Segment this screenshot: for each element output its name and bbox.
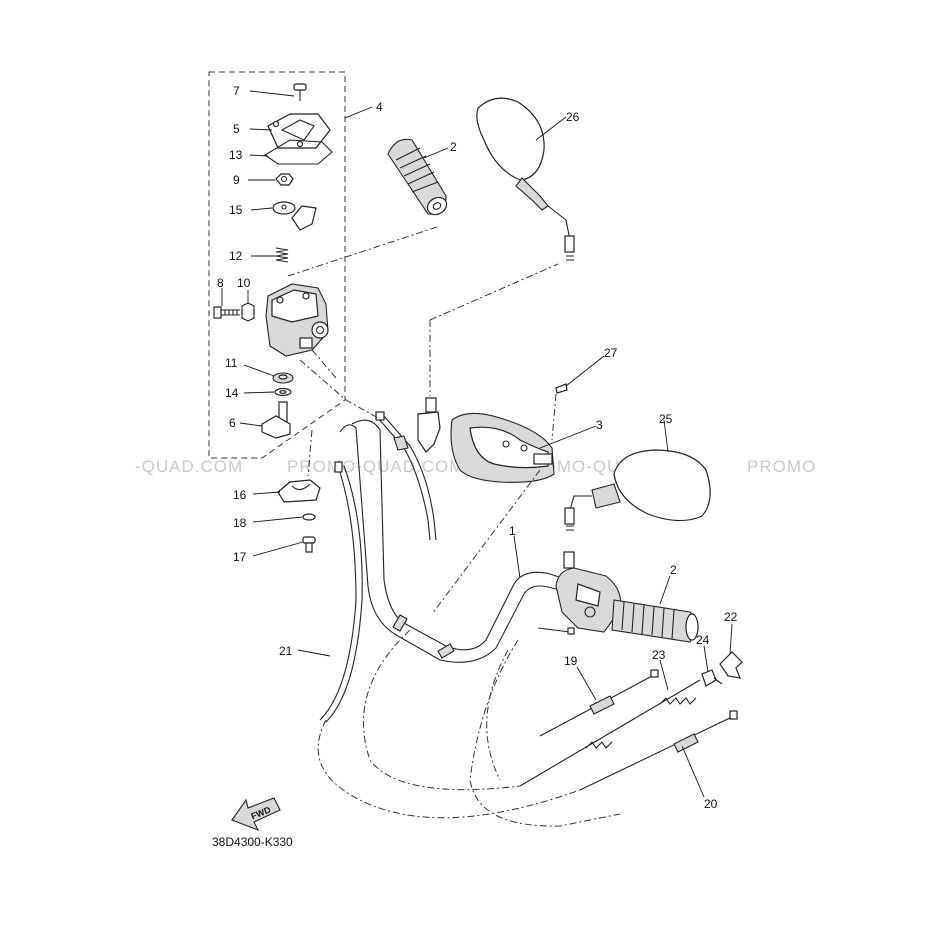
callout-3: 3	[596, 418, 603, 432]
callout-22: 22	[724, 610, 738, 624]
part-9-nut	[275, 173, 294, 186]
callout-15: 15	[229, 203, 243, 217]
callout-10: 10	[237, 276, 251, 290]
part-23-cable	[519, 679, 701, 787]
part-15-lever	[272, 201, 317, 231]
throttle-housing	[555, 551, 622, 633]
callout-2-upper: 2	[450, 140, 457, 154]
part-24-fitting	[701, 669, 723, 687]
callout-16: 16	[233, 488, 247, 502]
callout-21: 21	[279, 644, 293, 658]
part-16-clamp	[277, 479, 321, 503]
callout-24: 24	[696, 633, 710, 647]
leader-lines	[221, 90, 733, 798]
callout-23: 23	[652, 648, 666, 662]
part-2-grip-right	[611, 599, 699, 643]
fwd-arrow-icon: FWD	[231, 797, 281, 832]
callout-4: 4	[376, 100, 383, 114]
part-22-wingbolt	[719, 651, 743, 679]
callout-2-lower: 2	[670, 563, 677, 577]
part-19-cable	[539, 669, 659, 737]
callouts: 7 5 13 9 15 12 8 10 11 14 6 4 2 26 27 3 …	[217, 84, 738, 811]
callout-9: 9	[233, 173, 240, 187]
part-27-pin	[555, 383, 568, 394]
callout-20: 20	[704, 797, 718, 811]
callout-8: 8	[217, 276, 224, 290]
watermark-left: -QUAD.COM	[135, 457, 243, 476]
part-13-gasket	[263, 139, 333, 165]
routing-lines	[287, 225, 621, 827]
callout-5: 5	[233, 122, 240, 136]
upper-cables	[375, 411, 437, 541]
part-2-grip-left	[387, 138, 448, 216]
part-12-spring	[275, 247, 289, 263]
part-1-handlebar	[339, 419, 563, 663]
part-7-screw	[293, 83, 307, 101]
part-5-cover	[267, 113, 331, 149]
part-14-washer	[274, 387, 292, 397]
callout-25: 25	[659, 412, 673, 426]
part-6-lever	[261, 401, 291, 439]
callout-18: 18	[233, 516, 247, 530]
part-25-mirror-right	[564, 449, 711, 531]
callout-26: 26	[566, 110, 580, 124]
callout-7: 7	[233, 84, 240, 98]
callout-13: 13	[229, 148, 243, 162]
callout-1: 1	[509, 524, 516, 538]
watermark-1: PROMO-QUAD.COM	[287, 457, 464, 476]
part-26-mirror-left	[476, 97, 575, 261]
part-3-holder	[450, 412, 555, 483]
part-8-bolt	[213, 306, 240, 319]
switch-housing	[265, 283, 329, 357]
part-21-cable	[319, 461, 363, 723]
cable-stub	[537, 627, 575, 635]
watermark-right: PROMO	[747, 457, 816, 476]
callout-12: 12	[229, 249, 243, 263]
part-17-bolt	[302, 536, 316, 553]
callout-19: 19	[564, 654, 578, 668]
callout-17: 17	[233, 550, 247, 564]
part-10-nut	[241, 302, 255, 322]
lever-bracket	[417, 397, 441, 453]
callout-27: 27	[604, 346, 618, 360]
callout-6: 6	[229, 416, 236, 430]
callout-11: 11	[225, 356, 238, 370]
part-18-washer	[302, 513, 316, 521]
callout-14: 14	[225, 386, 239, 400]
diagram-code: 38D4300-K330	[212, 835, 293, 849]
switch-assembly-box	[208, 71, 346, 459]
part-20-cable	[579, 710, 738, 791]
part-11-washer	[272, 372, 294, 384]
